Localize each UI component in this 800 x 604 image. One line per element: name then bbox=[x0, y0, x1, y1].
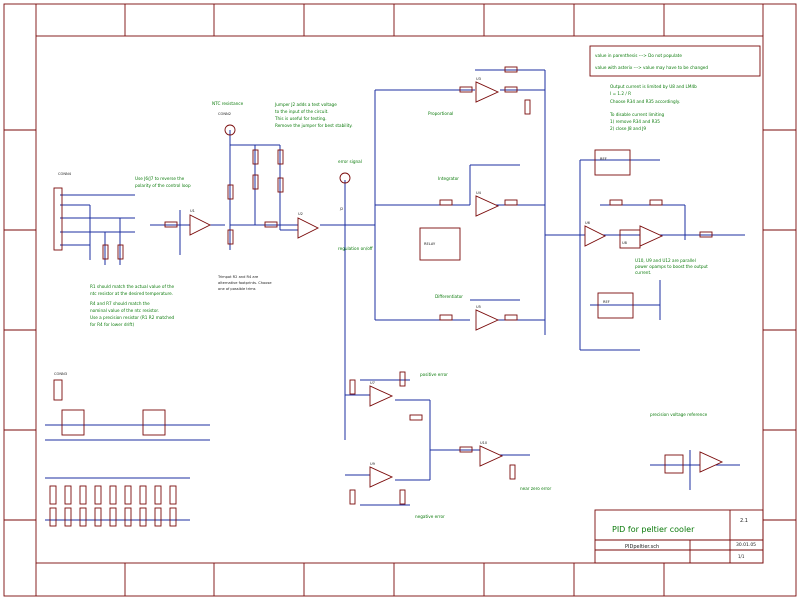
u7-label: U7 bbox=[370, 381, 375, 385]
r1-line1: R1 should match the actual value of the bbox=[90, 284, 175, 289]
u5-label: U5 bbox=[476, 305, 481, 309]
inner-frame bbox=[35, 35, 764, 564]
u10-label: U10 bbox=[480, 441, 488, 445]
disable-line3: 2) close J8 and J9 bbox=[610, 126, 646, 131]
power-conn-label: CONN3 bbox=[54, 372, 67, 376]
u10-line2: power opamps to boost the output bbox=[635, 264, 708, 269]
regulation-label: regulation on/off bbox=[338, 246, 373, 251]
legend-line2: value with asterix ---> value may have t… bbox=[595, 65, 708, 70]
u4-label: U4 bbox=[476, 191, 482, 195]
differentiator-label: Differentiator bbox=[435, 294, 463, 299]
outer-frame bbox=[3, 3, 797, 597]
jumper-line4: Remove the jumper for best stability. bbox=[275, 123, 353, 128]
r4-line4: for R4 for lower drift) bbox=[90, 322, 134, 327]
top-ruler bbox=[4, 4, 796, 596]
reg1-box bbox=[61, 409, 85, 436]
j2-label: J2 bbox=[339, 207, 343, 211]
file-text: PIDpeltier.sch bbox=[625, 544, 659, 550]
trimpot-line1: Trimpot R2 and R4 are bbox=[217, 275, 259, 279]
precision-ref-label: precision voltage reference bbox=[650, 412, 708, 417]
error-test-point bbox=[339, 172, 351, 184]
output-line1: Output current is limited by U8 and LM4b bbox=[610, 84, 697, 89]
input-conn-label: CONN4 bbox=[58, 172, 72, 176]
output-line3: Choose R34 and R35 accordingly. bbox=[610, 99, 680, 104]
r4-line1: R4 and R7 should match the bbox=[90, 301, 150, 306]
ntc-resistance-label: NTC resistance bbox=[212, 101, 244, 106]
trimpot-line3: one of possible trims bbox=[218, 287, 256, 291]
ntc-connector-label: CONN2 bbox=[218, 112, 231, 116]
input-connector bbox=[53, 187, 63, 251]
u6-label: U6 bbox=[585, 221, 591, 225]
use-j6-line2: polarity of the control loop bbox=[135, 183, 191, 188]
u9-label: U9 bbox=[370, 462, 376, 466]
near-zero-error-label: near zero error bbox=[520, 486, 552, 491]
legend-box bbox=[589, 45, 761, 77]
jumper-line1: Jumper J2 adds a test voltage bbox=[274, 102, 337, 107]
ntc-test-point bbox=[224, 124, 236, 136]
u3-label: U3 bbox=[476, 77, 481, 81]
relay-label: RELAY bbox=[424, 242, 436, 246]
date-text: 30.01.05 bbox=[736, 542, 756, 548]
u8-box bbox=[619, 229, 641, 249]
rev-text: 2.1 bbox=[740, 518, 748, 524]
negative-error-label: negative error bbox=[415, 514, 445, 519]
reg2-box bbox=[142, 409, 166, 436]
jumper-line3: This is useful for testing. bbox=[274, 116, 327, 121]
jumper-line2: to the input of the circuit. bbox=[275, 109, 329, 114]
opamps bbox=[189, 81, 724, 488]
positive-error-label: positive error bbox=[420, 372, 448, 377]
disable-line2: 1) remove R34 and R35 bbox=[610, 119, 660, 124]
wiring bbox=[45, 69, 745, 521]
r4-line3: Use a precision resistor (R1 R2 matched bbox=[90, 315, 175, 320]
relay-box bbox=[419, 227, 461, 261]
circuit-resistors bbox=[102, 66, 713, 505]
power-connector bbox=[53, 379, 63, 401]
u8-label: U8 bbox=[622, 241, 628, 245]
integrator-label: Integrator bbox=[438, 176, 459, 181]
sheet-text: 1/1 bbox=[738, 554, 745, 559]
ref2-box bbox=[597, 292, 634, 319]
power-components bbox=[49, 485, 177, 527]
output-line2: I = 1.2 / R bbox=[610, 91, 631, 96]
error-signal-label: error signal bbox=[338, 159, 362, 164]
ref3-box bbox=[664, 454, 684, 474]
title-block bbox=[594, 509, 764, 564]
use-j6-line1: Use J6/J7 to reverse the bbox=[135, 176, 185, 181]
title-text: PID for peltier cooler bbox=[612, 525, 695, 534]
ref1-box bbox=[594, 149, 631, 176]
u1-label: U1 bbox=[190, 209, 195, 213]
disable-line1: To disable current limiting bbox=[609, 112, 665, 117]
trimpot-line2: alternative footprints. Choose bbox=[218, 281, 272, 285]
u10-line1: U10, U9 and U12 are parallel bbox=[635, 258, 696, 263]
proportional-label: Proportional bbox=[428, 111, 453, 116]
u10-line3: current. bbox=[635, 270, 651, 275]
legend-line1: value in parenthesis ---> Do not populat… bbox=[595, 53, 682, 58]
ref1-label: REF bbox=[600, 157, 607, 161]
u2-label: U2 bbox=[298, 212, 303, 216]
r4-line2: nominal value of the ntc resistor. bbox=[90, 308, 159, 313]
ref2-label: REF bbox=[603, 300, 610, 304]
r1-line2: ntc resistor at the desired temperature. bbox=[90, 291, 173, 296]
